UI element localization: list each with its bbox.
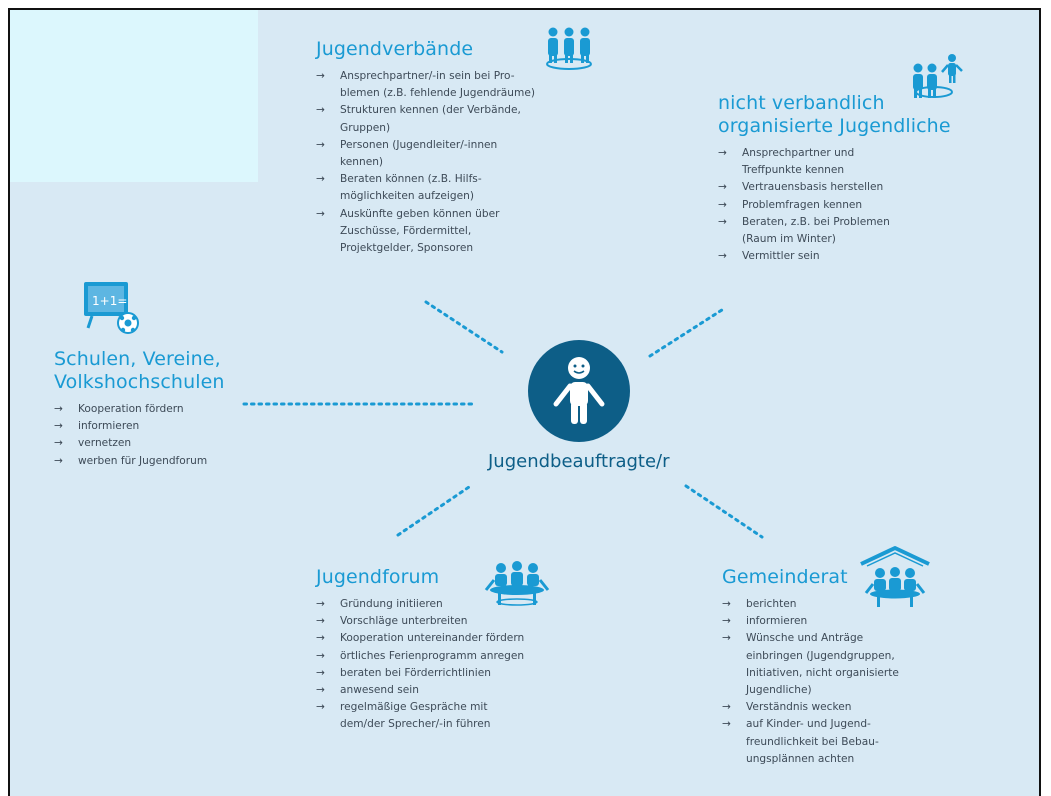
list-item: →beraten bei Förderrichtlinien [316, 666, 491, 679]
connector-nicht-verbandlich [648, 306, 727, 358]
list-item: →werben für Jugendforum [54, 454, 208, 467]
group-figures-icon [546, 27, 592, 70]
group-title: nicht verbandlich organisierte Jugendlic… [718, 92, 951, 137]
group-jugendverbaende: Jugendverbände →Ansprechpartner/-in sein… [316, 38, 576, 257]
center-label: Jugendbeauftragte/r [488, 451, 670, 472]
connector-lines [242, 300, 764, 539]
item-list: →Gründung initiieren →Vorschläge unterbr… [316, 596, 586, 734]
diagram-canvas: Jugendbeauftragte/r Jugendverbände →Ansp… [8, 8, 1041, 796]
group-title: Jugendverbände [316, 38, 474, 60]
list-item: →Kooperation fördern [54, 403, 184, 415]
item-list: →Kooperation fördern →informieren →verne… [54, 401, 274, 470]
youth-group-icon [913, 54, 963, 98]
group-jugendforum: Jugendforum →Gründung initiieren →Vorsch… [316, 566, 586, 734]
highlight-region [10, 10, 258, 182]
list-item: →informieren [722, 615, 808, 628]
group-title: Schulen, Vereine, Volkshochschulen [54, 348, 225, 393]
list-item: →auf Kinder- und Jugend-freundlichkeit b… [722, 718, 879, 765]
list-item: →vernetzen [54, 437, 132, 450]
item-list: →berichten →informieren →Wünsche und Ant… [722, 596, 1012, 768]
item-list: →Ansprechpartner/-in sein bei Pro-blemen… [316, 68, 576, 257]
list-item: →Gründung initiieren [316, 598, 443, 610]
list-item: →Problemfragen kennen [718, 198, 863, 211]
group-title: Jugendforum [316, 566, 440, 588]
list-item: →Kooperation untereinander fördern [316, 632, 525, 645]
council-roof-icon [860, 546, 930, 607]
list-item: →berichten [722, 598, 797, 610]
list-item: →Beraten, z.B. bei Problemen(Raum im Win… [718, 215, 890, 246]
list-item: →anwesend sein [316, 684, 419, 697]
person-icon [553, 357, 605, 424]
list-item: →örtliches Ferienprogramm anregen [316, 649, 525, 662]
connector-gemeinderat [684, 484, 764, 539]
round-table-icon [484, 561, 550, 606]
list-item: →informieren [54, 420, 140, 433]
group-nicht-verbandlich: nicht verbandlich organisierte Jugendlic… [718, 92, 1018, 265]
list-item: →Vorschläge unterbreiten [316, 615, 468, 628]
connector-jugendverbaende [424, 300, 504, 354]
chalkboard-ball-icon: 1+1= [84, 282, 139, 334]
connector-jugendforum [396, 483, 474, 537]
group-gemeinderat: Gemeinderat →berichten →informieren →Wün… [722, 566, 1012, 768]
svg-text:1+1=: 1+1= [92, 294, 127, 308]
center-circle [528, 340, 630, 442]
list-item: →Vermittler sein [718, 250, 820, 263]
list-item: →Beraten können (z.B. Hilfs-möglichkeite… [316, 173, 482, 203]
group-title: Gemeinderat [722, 566, 848, 588]
list-item: →Verständnis wecken [722, 701, 852, 714]
group-schulen: Schulen, Vereine, Volkshochschulen →Koop… [54, 348, 274, 470]
list-item: →Strukturen kennen (der Verbände,Gruppen… [316, 104, 521, 134]
list-item: →Vertrauensbasis herstellen [718, 181, 884, 194]
list-item: →Ansprechpartner/-in sein bei Pro-blemen… [316, 70, 535, 100]
